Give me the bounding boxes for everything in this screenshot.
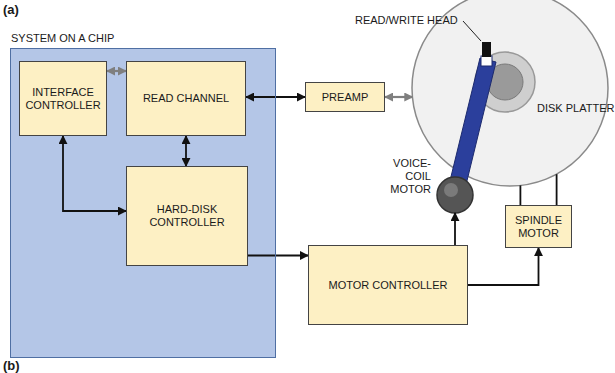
connector-arrow	[185, 136, 187, 166]
node-label: HARD-DISK CONTROLLER	[131, 203, 243, 229]
motor-highlight	[444, 183, 458, 197]
node-label: READ CHANNEL	[143, 92, 229, 105]
connector-arrow	[520, 185, 522, 205]
node-label: VOICE-COIL MOTOR	[373, 157, 431, 196]
process-box: MOTOR CONTROLLER	[308, 245, 468, 325]
platter-node: DISK PLATTER	[412, 0, 608, 186]
figure-part-label: (b)	[3, 358, 20, 373]
node-label: SYSTEM ON A CHIP	[11, 32, 114, 45]
process-box: PREAMP	[305, 82, 385, 112]
connector-arrow	[556, 174, 558, 205]
node-label: SPINDLE MOTOR	[510, 214, 567, 240]
part-callout: READ/WRITE HEAD	[355, 14, 458, 26]
connector-arrow	[63, 136, 126, 211]
connector-arrow	[454, 213, 456, 245]
motor-node: VOICE-COIL MOTOR	[437, 177, 473, 213]
process-box: INTERFACE CONTROLLER	[19, 61, 107, 136]
connector-arrow	[248, 255, 308, 257]
node-label: PREAMP	[322, 91, 368, 104]
figure-part-label: (a)	[3, 2, 19, 17]
soc-fill	[10, 48, 276, 358]
connector-arrow	[385, 96, 412, 98]
process-box: HARD-DISK CONTROLLER	[126, 166, 248, 266]
slider	[481, 56, 492, 66]
process-box: SPINDLE MOTOR	[505, 205, 572, 248]
process-box: READ CHANNEL	[126, 61, 246, 136]
actuator-arm	[447, 58, 496, 197]
disk-platter	[412, 0, 608, 186]
node-label: DISK PLATTER	[537, 102, 614, 115]
node-label: MOTOR CONTROLLER	[329, 279, 448, 292]
leader-line	[463, 21, 481, 41]
voice-coil-motor	[437, 177, 473, 213]
chip-region: SYSTEM ON A CHIPINTERFACE CONTROLLERREAD…	[10, 48, 276, 358]
node-label: INTERFACE CONTROLLER	[24, 86, 102, 112]
connector-arrow	[107, 70, 126, 72]
read-write-head	[482, 42, 491, 57]
connector-arrow	[468, 248, 539, 285]
